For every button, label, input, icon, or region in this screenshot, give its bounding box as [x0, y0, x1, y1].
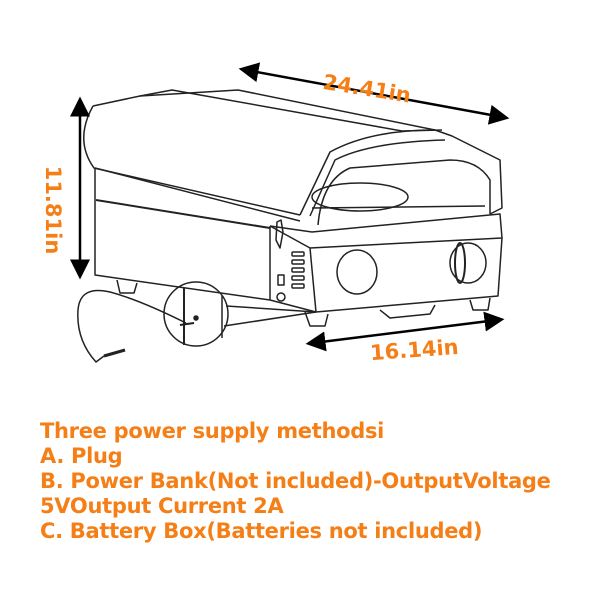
depth-arrow: [305, 311, 505, 352]
height-dimension-label: 11.81in: [41, 165, 65, 255]
notes-title: Three power supply methodsi: [40, 419, 385, 443]
power-supply-notes: Three power supply methodsi A. Plug B. P…: [40, 419, 551, 544]
note-item-power-bank: B. Power Bank(Not included)-OutputVoltag…: [40, 469, 551, 493]
note-item-power-bank-spec: 5VOutput Current 2A: [40, 494, 284, 518]
note-item-battery-box: C. Battery Box(Batteries not included): [40, 519, 483, 543]
note-item-plug: A. Plug: [40, 444, 123, 468]
width-arrow: [238, 62, 510, 125]
